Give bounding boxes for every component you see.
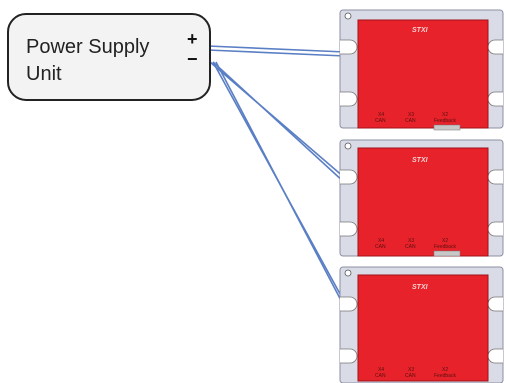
connector-id: X4 [378,112,384,118]
connector-name: Feedback [434,244,456,250]
psu-label-line1: Power Supply [26,36,149,58]
connector-id: X2 [442,367,448,373]
feedback-connector [433,250,461,257]
connector-name: CAN [405,373,416,379]
wire-to-controller-2 [209,61,346,184]
connector-name: CAN [375,373,386,379]
mounting-slot-icon [340,221,358,237]
mounting-slot-icon [340,169,358,185]
psu-minus-terminal: − [187,49,198,69]
mounting-slot-icon [340,348,358,364]
psu-box [7,13,211,101]
controller-board [357,274,489,382]
connector-name: Feedback [434,118,456,124]
connector-name: Feedback [434,373,456,379]
psu-plus-terminal: + [187,29,198,49]
wire-to-controller-3 [212,61,346,309]
mounting-slot-icon [487,296,503,312]
connector-id: X4 [378,367,384,373]
mounting-slot-icon [487,91,503,107]
mounting-slot-icon [340,39,358,55]
controller-board [357,147,489,257]
connector-id: X3 [408,112,414,118]
controller-2: STXI X4 CAN X3 CAN X2 Feedback [339,139,504,257]
mounting-slot-icon [487,169,503,185]
connector-id: X4 [378,238,384,244]
ground-screw-icon [344,142,352,150]
connector-id: X3 [408,238,414,244]
mounting-slot-icon [487,39,503,55]
mounting-slot-icon [487,221,503,237]
feedback-connector [433,124,461,131]
connector-name: CAN [405,244,416,250]
connector-id: X2 [442,238,448,244]
connector-name: CAN [405,118,416,124]
connector-id: X3 [408,367,414,373]
mounting-slot-icon [340,91,358,107]
power-supply-unit: Power Supply Unit + − [7,13,211,101]
connector-name: CAN [375,118,386,124]
connector-name: CAN [375,244,386,250]
controller-3: STXI X4 CAN X3 CAN X2 Feedback [339,266,504,383]
psu-label-line2: Unit [26,63,62,85]
mounting-slot-icon [340,296,358,312]
brand-logo: STXI [412,27,429,34]
mounting-slot-icon [487,348,503,364]
connector-id: X2 [442,112,448,118]
brand-logo: STXI [412,284,429,291]
brand-logo: STXI [412,157,429,164]
controller-1: STXI X4 CAN X3 CAN X2 Feedback [339,9,504,131]
ground-screw-icon [344,12,352,20]
wire-to-controller-1 [207,45,346,57]
controller-board [357,19,489,129]
ground-screw-icon [344,269,352,277]
power-wires [207,45,346,309]
